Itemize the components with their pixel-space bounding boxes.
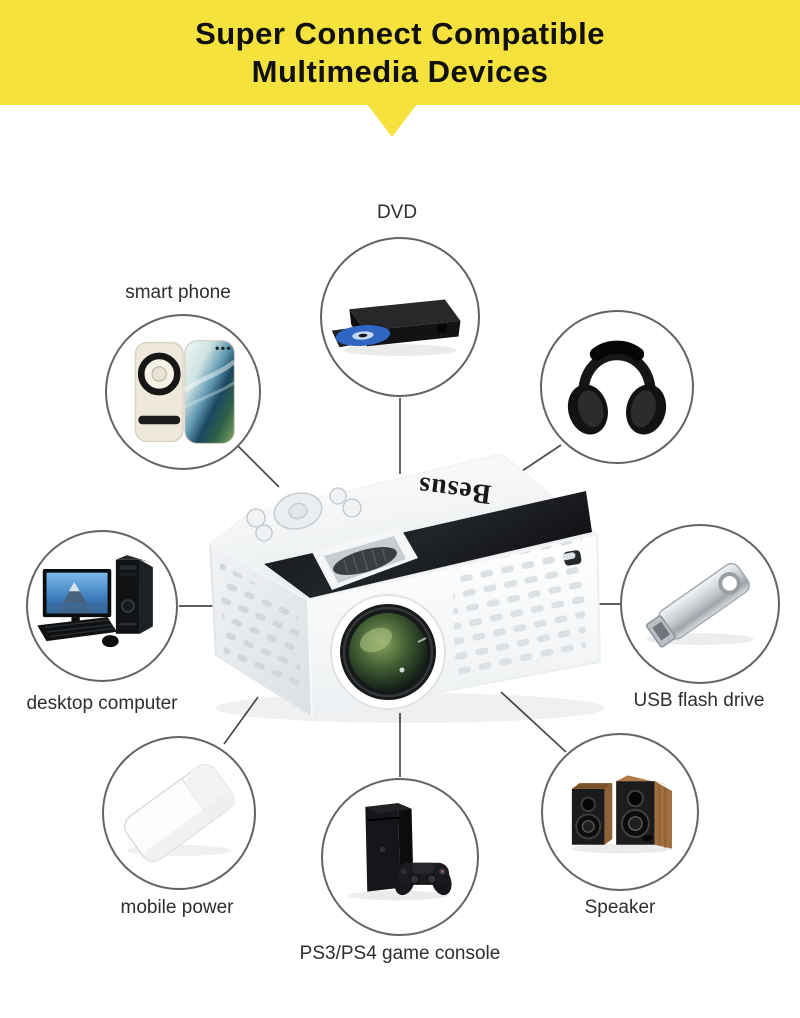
usb-flash-drive-circle [620,524,780,684]
projector-left-vents [220,562,302,700]
speaker-label: Speaker [584,897,656,918]
headphones-circle [540,310,694,464]
mobile-power-label: mobile power [120,897,234,918]
connector-speaker [500,691,567,753]
desktop-computer-label: desktop computer [26,693,178,714]
title-line-2: Multimedia Devices [251,53,549,89]
desktop-computer-circle [26,530,178,682]
projector-control-buttons [246,487,362,542]
mobile-power-circle [102,736,256,890]
connector-smart-phone [236,444,280,488]
dvd-label: DVD [376,202,418,223]
smartphone-icon [134,340,236,444]
usb-flash-drive-label: USB flash drive [633,690,765,711]
smart-phone-circle [105,314,261,470]
power-bank-icon [124,764,236,864]
projector-image: Besus [209,453,605,723]
headphones-icon [567,340,667,435]
desktop-computer-icon [37,555,153,648]
projector-front-vents [452,538,586,682]
speaker-circle [541,733,699,891]
game-console-label: PS3/PS4 game console [299,943,501,964]
game-console-circle [321,778,479,936]
ps4-console-icon [348,803,452,901]
dvd-player-icon [331,299,461,356]
projector-lens [330,594,446,710]
smart-phone-label: smart phone [125,282,231,303]
usb-flash-drive-icon [645,562,754,648]
banner-pointer-triangle [367,104,417,137]
connector-headphones [518,444,562,474]
title-line-1: Super Connect Compatible [195,15,605,51]
dvd-circle [320,237,480,397]
title-banner: Super Connect Compatible Multimedia Devi… [0,0,800,105]
speakers-icon [571,775,672,854]
connector-mobile-power [223,696,259,745]
